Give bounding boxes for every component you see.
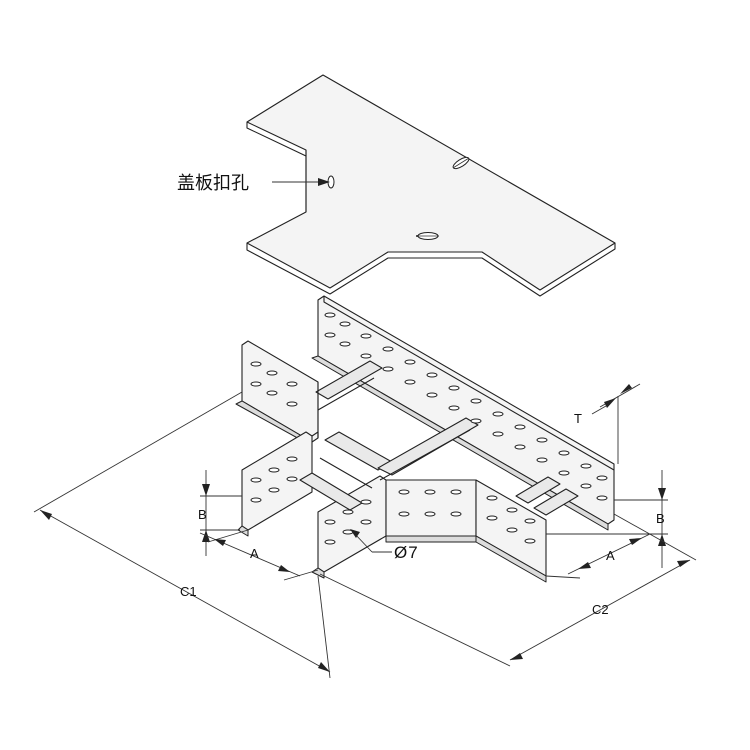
hole-diameter-label: Ø7 [394,543,419,562]
dimension-C2: C2 [319,513,697,667]
rung [515,476,561,504]
rail-holes-front-right [486,495,536,544]
dimension-B-left-label: B [198,507,207,522]
cover-hole-label: 盖板扣孔 [177,173,249,194]
dimension-B-left: B [198,470,242,556]
rail-holes-back [324,312,608,501]
tee-tray-body [235,295,615,583]
dimension-T-label: T [574,411,582,426]
dimension-T: T [574,383,641,464]
dimension-A-right-label: A [606,548,615,563]
dimension-B-right: B [546,470,668,568]
dimension-A-left-label: A [250,546,259,561]
dimension-A-right: A [545,533,651,579]
rung [315,360,383,411]
cover-slot-hole [452,156,470,170]
dimension-A-left: A [199,529,319,581]
rung [533,488,579,516]
rail-holes-front-left [324,499,372,545]
cover-slot-hole [416,232,439,240]
rail-holes-left-lower [250,456,298,503]
rail-holes-left-upper [250,361,298,407]
rail-holes-front-middle [398,489,462,517]
rung [377,417,479,481]
hole-diameter-callout: Ø7 [350,529,419,562]
cover-plate [246,74,616,297]
dimension-C1: C1 [33,391,331,679]
cover-hole-callout: 盖板扣孔 [177,173,330,194]
dimension-C2-label: C2 [592,602,609,617]
dimension-C1-label: C1 [180,584,197,599]
dimension-B-right-label: B [656,511,665,526]
